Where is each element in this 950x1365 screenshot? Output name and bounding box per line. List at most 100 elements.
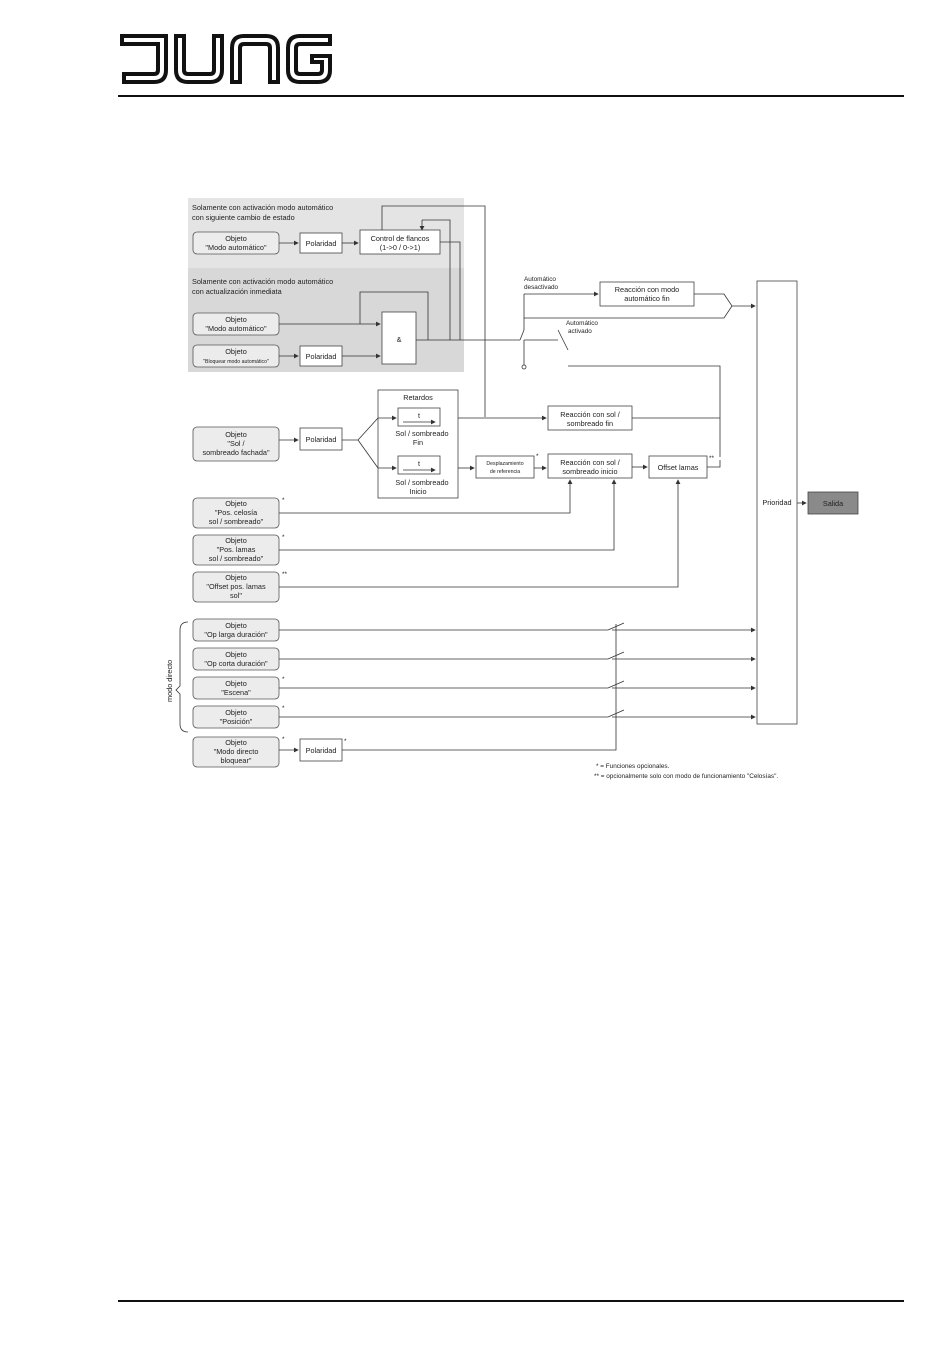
svg-text:sol / sombreado": sol / sombreado" xyxy=(209,554,264,563)
svg-text:Reacción con modo: Reacción con modo xyxy=(615,285,680,294)
slat-position-star: * xyxy=(282,534,285,541)
svg-text:Polaridad: Polaridad xyxy=(306,239,337,248)
object-scene: Objeto "Escena" xyxy=(192,676,280,700)
svg-text:Reacción con sol /: Reacción con sol / xyxy=(560,410,621,419)
auto-off-label-1: Automático xyxy=(524,276,556,283)
svg-text:Desplazamiento: Desplazamiento xyxy=(486,461,523,467)
svg-text:&: & xyxy=(397,335,402,344)
svg-text:Objeto: Objeto xyxy=(225,679,247,688)
svg-text:"Modo automático": "Modo automático" xyxy=(205,324,267,333)
svg-text:Objeto: Objeto xyxy=(225,573,247,582)
footer-rule xyxy=(118,1300,904,1302)
svg-text:"Offset pos. lamas: "Offset pos. lamas xyxy=(206,582,266,591)
svg-text:Objeto: Objeto xyxy=(225,738,247,747)
object-position: Objeto "Posición" xyxy=(192,705,280,729)
reference-shift-block: Desplazamiento de referencia xyxy=(475,455,535,479)
sun-reaction-end-block: Reacción con sol / sombreado fin xyxy=(547,405,633,431)
group-state-change-line2: con siguiente cambio de estado xyxy=(192,213,295,222)
svg-text:"Modo directo: "Modo directo xyxy=(214,747,259,756)
object-block-auto: Objeto "Bloquear modo automático" xyxy=(192,344,280,368)
svg-text:Reacción con sol /: Reacción con sol / xyxy=(560,458,621,467)
svg-text:Retardos: Retardos xyxy=(403,393,433,402)
group-immediate-line2: con actualización inmediata xyxy=(192,287,283,296)
polarity-block-3: Polaridad xyxy=(299,427,343,451)
object-auto-mode-2: Objeto "Modo automático" xyxy=(192,312,280,336)
group-immediate-line1: Solamente con activación modo automático xyxy=(192,277,333,286)
svg-text:bloquear": bloquear" xyxy=(221,756,252,765)
svg-text:Objeto: Objeto xyxy=(225,315,247,324)
svg-text:Sol / sombreado: Sol / sombreado xyxy=(395,429,448,438)
svg-text:"Op corta duración": "Op corta duración" xyxy=(204,659,268,668)
sun-reaction-start-block: Reacción con sol / sombreado inicio xyxy=(547,453,633,479)
reference-shift-star: * xyxy=(536,453,539,460)
svg-text:Control de flancos: Control de flancos xyxy=(371,234,430,243)
svg-text:Sol / sombreado: Sol / sombreado xyxy=(395,478,448,487)
svg-text:"Modo automático": "Modo automático" xyxy=(205,243,267,252)
polarity-4-star: * xyxy=(344,738,347,745)
svg-text:"Sol /: "Sol / xyxy=(227,439,245,448)
svg-text:"Bloquear modo automático": "Bloquear modo automático" xyxy=(203,359,269,365)
svg-text:"Posición": "Posición" xyxy=(220,717,253,726)
svg-text:Offset lamas: Offset lamas xyxy=(658,463,699,472)
svg-text:Objeto: Objeto xyxy=(225,347,247,356)
polarity-block-1: Polaridad xyxy=(299,232,343,254)
svg-text:sombreado inicio: sombreado inicio xyxy=(562,467,617,476)
header-rule xyxy=(118,95,904,97)
svg-text:Objeto: Objeto xyxy=(225,499,247,508)
direct-mode-label: modo directo xyxy=(165,660,174,702)
object-sun-facade: Objeto "Sol / sombreado fachada" xyxy=(192,426,280,462)
svg-text:sombreado fachada": sombreado fachada" xyxy=(202,448,269,457)
svg-text:"Pos. celosía: "Pos. celosía xyxy=(215,508,258,517)
object-long-operation: Objeto "Op larga duración" xyxy=(192,618,280,642)
auto-off-label-2: desactivado xyxy=(524,284,559,291)
svg-text:t: t xyxy=(418,411,420,420)
slat-offset-block: Offset lamas xyxy=(648,455,708,479)
svg-text:Objeto: Objeto xyxy=(225,708,247,717)
svg-text:Inicio: Inicio xyxy=(409,487,426,496)
svg-text:"Escena": "Escena" xyxy=(221,688,251,697)
svg-text:Polaridad: Polaridad xyxy=(306,435,337,444)
output-block: Salida xyxy=(807,491,859,515)
object-direct-mode-block: Objeto "Modo directo bloquear" xyxy=(192,736,280,768)
object-blind-position: Objeto "Pos. celosía sol / sombreado" xyxy=(192,497,280,529)
svg-text:Objeto: Objeto xyxy=(225,621,247,630)
object-short-operation: Objeto "Op corta duración" xyxy=(192,647,280,671)
svg-text:sombreado fin: sombreado fin xyxy=(567,419,613,428)
and-gate: & xyxy=(381,311,417,365)
svg-text:Polaridad: Polaridad xyxy=(306,352,337,361)
scene-star: * xyxy=(282,676,285,683)
svg-text:(1->0 / 0->1): (1->0 / 0->1) xyxy=(380,243,421,252)
position-star: * xyxy=(282,705,285,712)
svg-text:Prioridad: Prioridad xyxy=(762,498,791,507)
object-slat-offset: Objeto "Offset pos. lamas sol" xyxy=(192,571,280,603)
footnote-1: * = Funciones opcionales. xyxy=(596,763,670,770)
auto-on-label-2: activado xyxy=(568,328,592,335)
edge-control-block: Control de flancos (1->0 / 0->1) xyxy=(359,229,441,255)
polarity-block-4: Polaridad xyxy=(299,738,343,762)
blind-position-star: * xyxy=(282,497,285,504)
svg-text:"Pos. lamas: "Pos. lamas xyxy=(217,545,256,554)
polarity-block-2: Polaridad xyxy=(299,345,343,367)
direct-block-star: * xyxy=(282,736,285,743)
svg-text:Objeto: Objeto xyxy=(225,650,247,659)
auto-on-label-1: Automático xyxy=(566,320,598,327)
function-diagram: Solamente con activación modo automático… xyxy=(165,198,859,780)
priority-block: Prioridad xyxy=(756,280,798,725)
svg-text:sol / sombreado": sol / sombreado" xyxy=(209,517,264,526)
svg-text:Objeto: Objeto xyxy=(225,234,247,243)
group-state-change-line1: Solamente con activación modo automático xyxy=(192,203,333,212)
svg-text:Polaridad: Polaridad xyxy=(306,746,337,755)
slat-offset-double-star: ** xyxy=(709,455,714,462)
auto-end-reaction-block: Reacción con modo automático fin xyxy=(599,281,695,307)
svg-text:Salida: Salida xyxy=(823,499,844,508)
delays-block: Retardos t Sol / sombreado Fin t Sol / s… xyxy=(377,389,459,499)
connection-lines xyxy=(279,205,807,753)
object-slat-position: Objeto "Pos. lamas sol / sombreado" xyxy=(192,534,280,566)
svg-text:Fin: Fin xyxy=(413,438,423,447)
direct-mode-brace xyxy=(175,621,189,733)
svg-text:t: t xyxy=(418,459,420,468)
svg-text:Objeto: Objeto xyxy=(225,536,247,545)
svg-text:automático fin: automático fin xyxy=(624,294,669,303)
svg-text:sol": sol" xyxy=(230,591,242,600)
svg-text:Objeto: Objeto xyxy=(225,430,247,439)
